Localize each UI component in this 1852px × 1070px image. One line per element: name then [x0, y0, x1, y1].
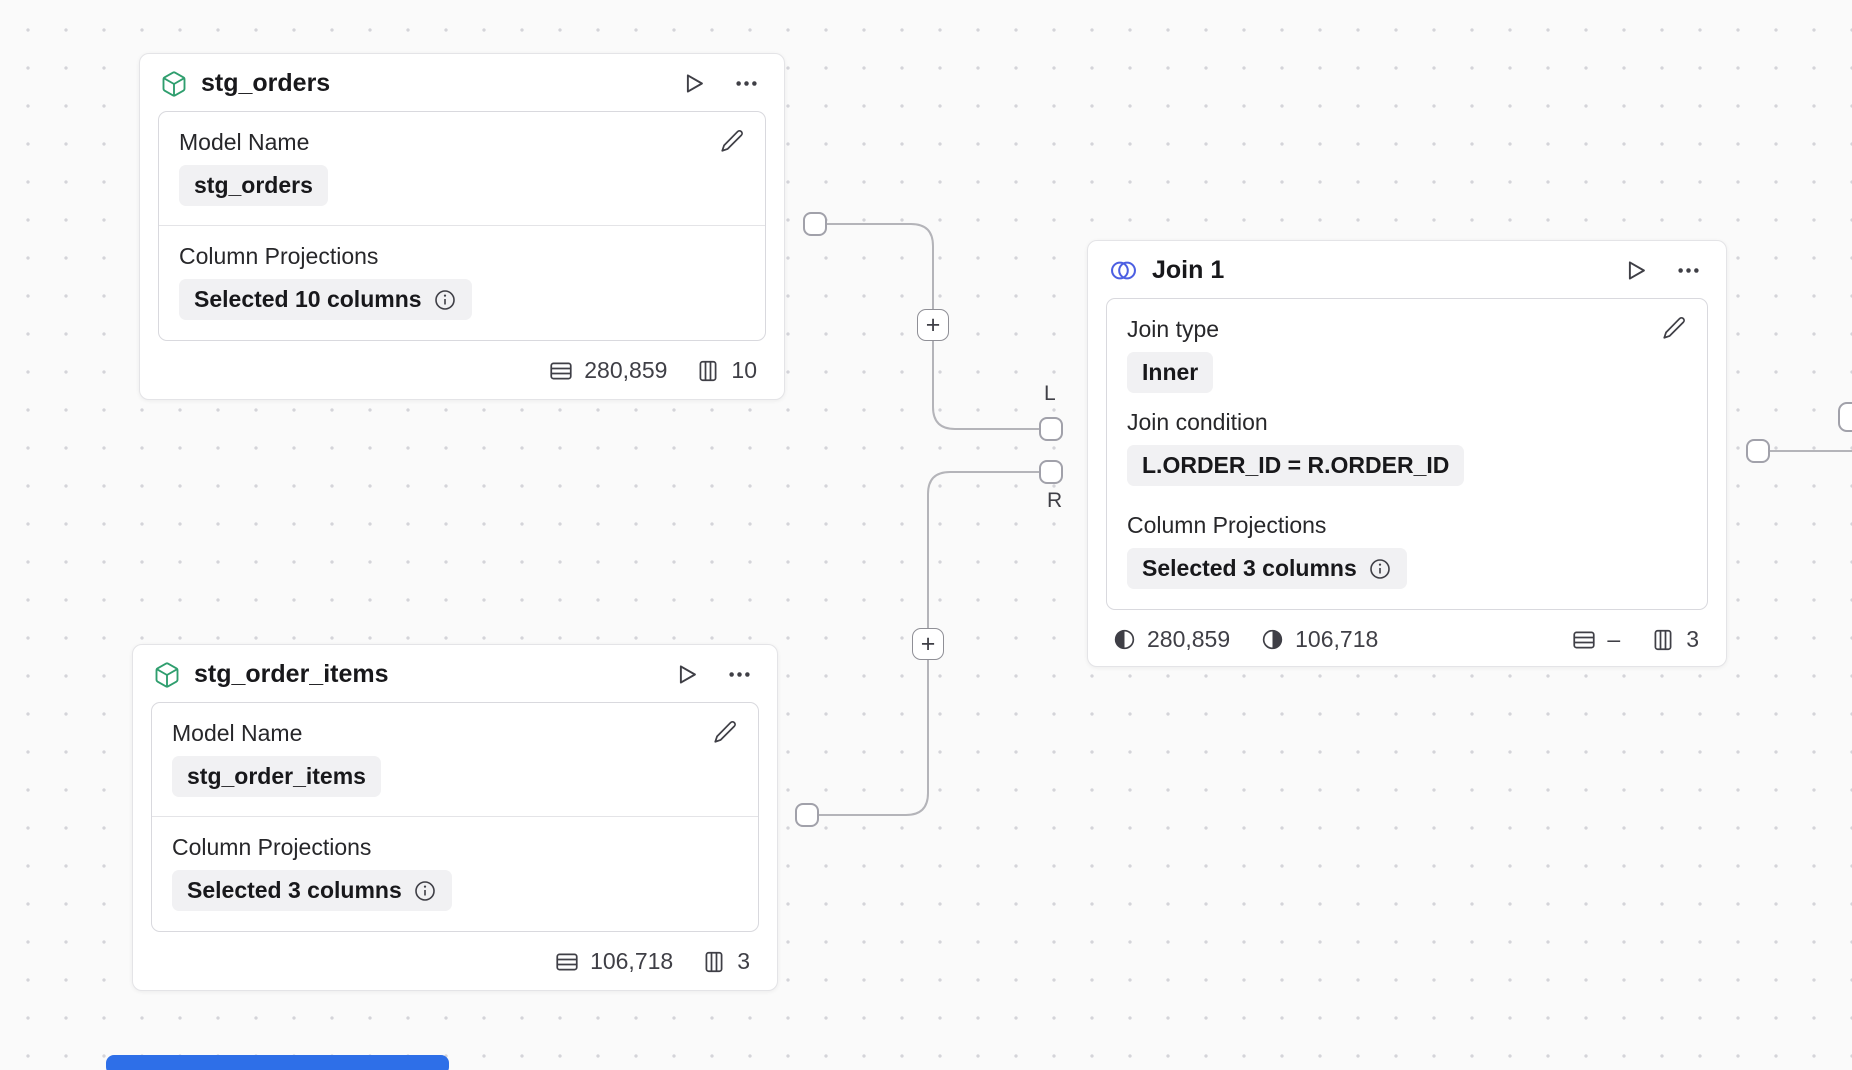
column-count-stat: 10 [695, 357, 757, 384]
node-header: Join 1 [1088, 241, 1726, 298]
play-icon [679, 665, 696, 684]
join-left-input-port[interactable] [1039, 417, 1063, 441]
column-count-value: 3 [737, 948, 750, 974]
run-node-button[interactable] [1622, 257, 1649, 284]
node-config-card: Model Name stg_orders Column Projections… [158, 111, 766, 341]
join-right-input-port[interactable] [1039, 460, 1063, 484]
join-condition-label: Join condition [1127, 409, 1268, 435]
edit-join-button[interactable] [1661, 315, 1687, 341]
node-menu-button[interactable] [726, 661, 753, 688]
add-transform-on-wire-button[interactable]: + [917, 309, 949, 341]
half-circle-left-icon [1112, 627, 1137, 652]
columns-icon [1650, 627, 1676, 653]
play-icon [1628, 261, 1645, 280]
output-port-stg-order-items[interactable] [795, 803, 819, 827]
play-icon [686, 74, 703, 93]
column-projections-label: Column Projections [172, 834, 372, 860]
join-venn-icon [1108, 257, 1139, 284]
add-transform-on-wire-button[interactable]: + [912, 628, 944, 660]
node-menu-button[interactable] [1675, 257, 1702, 284]
node-header: stg_order_items [133, 645, 777, 702]
row-count-stat: 280,859 [548, 357, 667, 384]
output-port-stg-orders[interactable] [803, 212, 827, 236]
model-name-chip: stg_orders [179, 165, 328, 206]
node-config-card: Join type Inner Join condition L.ORDER_I… [1106, 298, 1708, 610]
pencil-icon [714, 720, 736, 743]
ellipsis-icon [1678, 268, 1699, 273]
pencil-icon [1663, 316, 1685, 339]
card-divider [159, 225, 765, 226]
ellipsis-icon [729, 672, 750, 677]
node-stg-orders[interactable]: stg_orders Model Name stg_orders Column … [139, 53, 785, 400]
node-menu-button[interactable] [733, 70, 760, 97]
node-footer: 280,859 10 [140, 341, 784, 402]
edit-model-name-button[interactable] [719, 128, 745, 154]
row-count-value: 280,859 [584, 357, 668, 383]
column-projections-chip: Selected 3 columns [1127, 548, 1407, 589]
rows-icon [548, 358, 574, 384]
node-config-card: Model Name stg_order_items Column Projec… [151, 702, 759, 932]
left-input-rows-value: 280,859 [1147, 626, 1231, 652]
node-stg-order-items[interactable]: stg_order_items Model Name stg_order_ite… [132, 644, 778, 991]
node-header: stg_orders [140, 54, 784, 111]
horizontal-scrollbar[interactable] [106, 1055, 449, 1070]
column-count-value: 10 [731, 357, 757, 383]
columns-icon [695, 358, 721, 384]
column-projections-label: Column Projections [1127, 512, 1327, 538]
info-icon[interactable] [1368, 557, 1392, 581]
row-count-value: 106,718 [590, 948, 674, 974]
join-output-port[interactable] [1746, 439, 1770, 463]
column-projections-chip: Selected 3 columns [172, 870, 452, 911]
node-title: stg_orders [201, 69, 331, 97]
join-type-chip: Inner [1127, 352, 1214, 393]
columns-icon [701, 949, 727, 975]
model-name-label: Model Name [172, 720, 303, 746]
column-projections-value: Selected 10 columns [194, 286, 422, 312]
right-input-rows-value: 106,718 [1295, 626, 1379, 652]
join-type-label: Join type [1127, 316, 1220, 342]
half-circle-right-icon [1260, 627, 1285, 652]
column-projections-value: Selected 3 columns [1142, 555, 1357, 581]
rows-icon [1571, 627, 1597, 653]
port-label-right: R [1047, 489, 1063, 512]
column-projections-chip: Selected 10 columns [179, 279, 472, 320]
info-icon[interactable] [413, 879, 437, 903]
node-footer: 280,859 106,718 – 3 [1088, 610, 1726, 671]
row-count-stat: – [1571, 626, 1620, 653]
row-count-stat: 106,718 [554, 948, 673, 975]
card-divider [152, 816, 758, 817]
model-cube-icon [153, 661, 181, 689]
join-condition-chip: L.ORDER_ID = R.ORDER_ID [1127, 445, 1465, 486]
node-footer: 106,718 3 [133, 932, 777, 993]
info-icon[interactable] [433, 288, 457, 312]
node-title: stg_order_items [194, 660, 389, 688]
row-count-value: – [1607, 626, 1621, 652]
ellipsis-icon [736, 81, 757, 86]
right-input-rows-stat: 106,718 [1260, 626, 1378, 653]
node-join-1[interactable]: Join 1 Join type Inner Join condition L.… [1087, 240, 1727, 667]
node-title: Join 1 [1152, 256, 1225, 284]
model-name-label: Model Name [179, 129, 310, 155]
pencil-icon [721, 129, 743, 152]
column-count-stat: 3 [1650, 626, 1699, 653]
run-node-button[interactable] [680, 70, 707, 97]
model-cube-icon [160, 70, 188, 98]
offscreen-node-port[interactable] [1838, 402, 1852, 432]
edit-model-name-button[interactable] [712, 719, 738, 745]
column-projections-value: Selected 3 columns [187, 877, 402, 903]
model-name-chip: stg_order_items [172, 756, 381, 797]
rows-icon [554, 949, 580, 975]
run-node-button[interactable] [673, 661, 700, 688]
left-input-rows-stat: 280,859 [1112, 626, 1230, 653]
column-count-stat: 3 [701, 948, 750, 975]
column-count-value: 3 [1686, 626, 1699, 652]
port-label-left: L [1044, 382, 1056, 405]
column-projections-label: Column Projections [179, 243, 379, 269]
